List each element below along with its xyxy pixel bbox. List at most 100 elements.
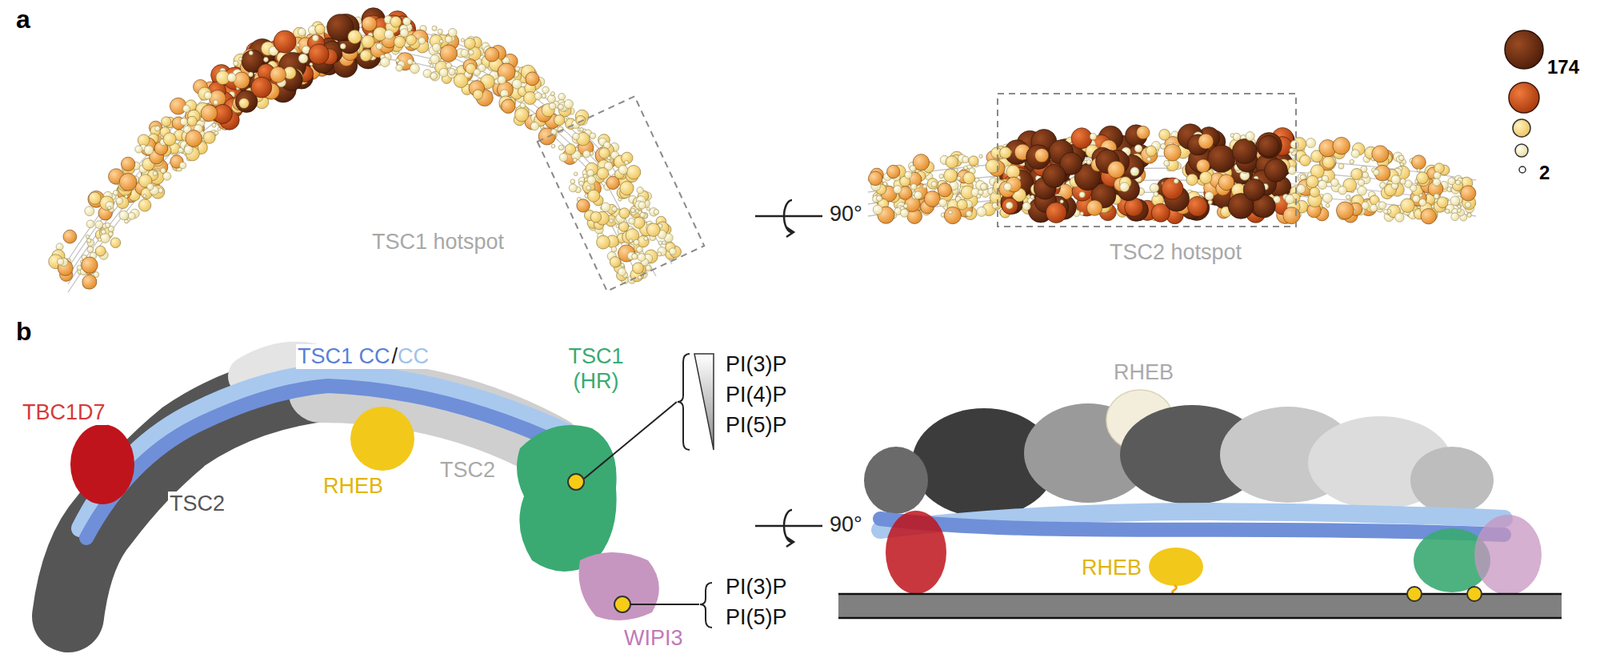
residue-sphere xyxy=(1331,178,1340,187)
residue-sphere xyxy=(1370,204,1378,212)
residue-sphere xyxy=(95,220,104,229)
residue-sphere xyxy=(618,164,628,174)
residue-sphere xyxy=(1285,194,1295,204)
residue-spheres xyxy=(48,8,1476,290)
residue-sphere xyxy=(1357,179,1364,186)
legend-circle xyxy=(1508,82,1540,113)
residue-sphere xyxy=(394,36,406,48)
residue-sphere xyxy=(187,116,197,126)
rotation-axis xyxy=(755,215,823,218)
protein-label: CC xyxy=(397,344,429,369)
residue-sphere xyxy=(1419,199,1427,207)
tsc2-surface xyxy=(864,446,928,514)
residue-sphere xyxy=(1357,185,1368,196)
residue-sphere xyxy=(1400,178,1406,184)
legend-circle xyxy=(1519,166,1526,173)
residue-sphere xyxy=(904,204,908,208)
residue-sphere xyxy=(152,171,157,176)
residue-sphere xyxy=(910,184,917,191)
curly-bracket xyxy=(677,353,690,450)
residue-sphere xyxy=(900,208,908,217)
lipid-label: PI(5)P xyxy=(724,604,789,630)
residue-sphere xyxy=(1309,187,1320,197)
residue-sphere xyxy=(84,206,95,216)
wipi3-surface xyxy=(1474,514,1542,595)
residue-sphere xyxy=(976,206,987,216)
legend-label: 174 xyxy=(1545,56,1581,79)
residue-sphere xyxy=(601,202,611,212)
residue-sphere xyxy=(1199,171,1212,184)
residue-sphere xyxy=(876,195,882,201)
residue-sphere xyxy=(1445,208,1450,213)
residue-sphere xyxy=(637,253,646,262)
residue-sphere xyxy=(534,92,542,100)
rotation-symbol xyxy=(755,509,823,547)
rotation-head xyxy=(786,227,794,237)
protein-label: TBC1D7 xyxy=(20,400,108,425)
residue-sphere xyxy=(558,144,564,150)
residue-sphere xyxy=(956,199,968,210)
residue-sphere xyxy=(524,92,537,105)
residue-sphere xyxy=(618,197,622,201)
residue-sphere xyxy=(1433,193,1440,200)
residue-sphere xyxy=(1256,132,1282,159)
residue-sphere xyxy=(1457,204,1461,208)
residue-sphere xyxy=(1434,193,1440,199)
residue-sphere xyxy=(944,168,958,183)
tsc1-hr-surface xyxy=(516,424,617,572)
hotspot-label: TSC2 hotspot xyxy=(1108,240,1244,265)
residue-sphere xyxy=(617,268,626,276)
residue-sphere xyxy=(1289,148,1295,153)
residue-sphere xyxy=(270,66,287,83)
protein-label: TSC2 xyxy=(438,457,497,483)
rotation-label: 90° xyxy=(828,512,864,537)
residue-sphere xyxy=(180,117,188,125)
residue-sphere xyxy=(1130,167,1140,176)
residue-sphere xyxy=(923,184,928,188)
residue-sphere xyxy=(87,239,95,247)
gradient-wedge xyxy=(694,353,714,450)
rheb-surface xyxy=(350,406,415,471)
residue-sphere xyxy=(163,172,172,180)
residue-sphere xyxy=(1300,155,1312,167)
residue-sphere xyxy=(520,102,526,108)
residue-sphere xyxy=(227,72,236,82)
residue-sphere xyxy=(636,246,644,253)
residue-sphere xyxy=(298,53,308,64)
residue-sphere xyxy=(1433,172,1441,180)
residue-sphere xyxy=(376,43,383,50)
residue-sphere xyxy=(1186,173,1198,185)
protein-label: RHEB xyxy=(1080,555,1144,580)
residue-sphere xyxy=(1120,182,1130,192)
residue-sphere xyxy=(669,248,677,256)
residue-sphere xyxy=(1325,203,1330,208)
residue-sphere xyxy=(586,185,592,191)
legend-circle xyxy=(1515,144,1528,157)
residue-sphere xyxy=(439,39,444,44)
residue-sphere xyxy=(1264,159,1288,183)
residue-sphere xyxy=(1232,132,1240,140)
residue-sphere xyxy=(409,64,420,74)
residue-sphere xyxy=(360,50,372,62)
residue-sphere xyxy=(110,237,121,248)
residue-sphere xyxy=(200,104,218,122)
residue-sphere xyxy=(968,156,979,166)
residue-sphere xyxy=(120,156,135,171)
residue-sphere xyxy=(939,198,948,207)
residue-sphere xyxy=(160,168,167,174)
residue-sphere xyxy=(564,99,573,108)
leader-line xyxy=(630,603,700,605)
tsc2-surface xyxy=(1410,446,1494,514)
residue-sphere xyxy=(583,150,591,158)
residue-sphere xyxy=(1187,196,1208,216)
leader-line xyxy=(584,401,677,479)
residue-sphere xyxy=(640,212,645,217)
residue-sphere xyxy=(348,30,362,44)
residue-sphere xyxy=(496,81,513,98)
hotspot-box xyxy=(537,96,705,291)
residue-sphere xyxy=(63,229,77,244)
residue-sphere xyxy=(587,176,596,185)
residue-sphere xyxy=(402,17,411,26)
residue-sphere xyxy=(1149,183,1159,192)
residue-sphere xyxy=(87,246,94,253)
